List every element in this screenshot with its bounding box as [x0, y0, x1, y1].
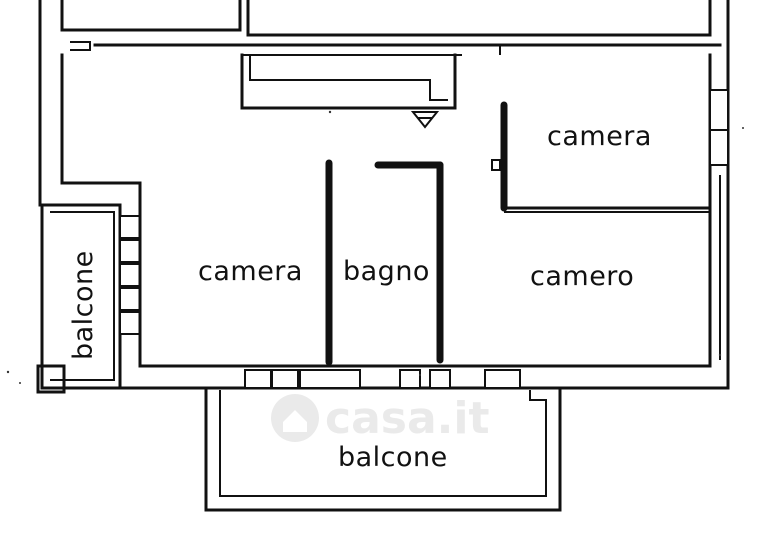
window-bottom-6	[484, 369, 521, 389]
interior-walls	[240, 53, 712, 366]
window-left-2	[119, 239, 141, 263]
window-bottom-5	[429, 369, 451, 389]
window-right-2	[709, 129, 729, 166]
top-partial-walls	[38, 0, 730, 207]
room-label-balcone-bottom: balcone	[338, 442, 448, 473]
room-label-camera-left: camera	[198, 256, 303, 287]
window-left-1	[119, 215, 141, 239]
room-label-camera-top-right: camera	[547, 121, 652, 152]
room-label-camero: camero	[530, 261, 634, 292]
window-right-1	[709, 89, 729, 131]
outer-walls	[36, 53, 730, 394]
entrance-arrow-icon	[410, 111, 440, 129]
window-left-3	[119, 263, 141, 287]
scan-specks	[6, 110, 744, 384]
room-label-balcone-side: balcone	[68, 250, 99, 360]
watermark-text: casa.it	[325, 393, 489, 444]
watermark: casa.it	[271, 393, 489, 444]
window-bottom-2	[271, 369, 299, 389]
room-label-bagno: bagno	[343, 256, 430, 287]
balcone-bottom-outline	[204, 386, 562, 512]
corner-column	[36, 364, 66, 394]
house-icon	[271, 394, 319, 442]
window-left-4	[119, 287, 141, 311]
window-bottom-3	[299, 369, 361, 389]
window-bottom-4	[399, 369, 421, 389]
window-bottom-1	[244, 369, 272, 389]
window-left-5	[119, 311, 141, 335]
